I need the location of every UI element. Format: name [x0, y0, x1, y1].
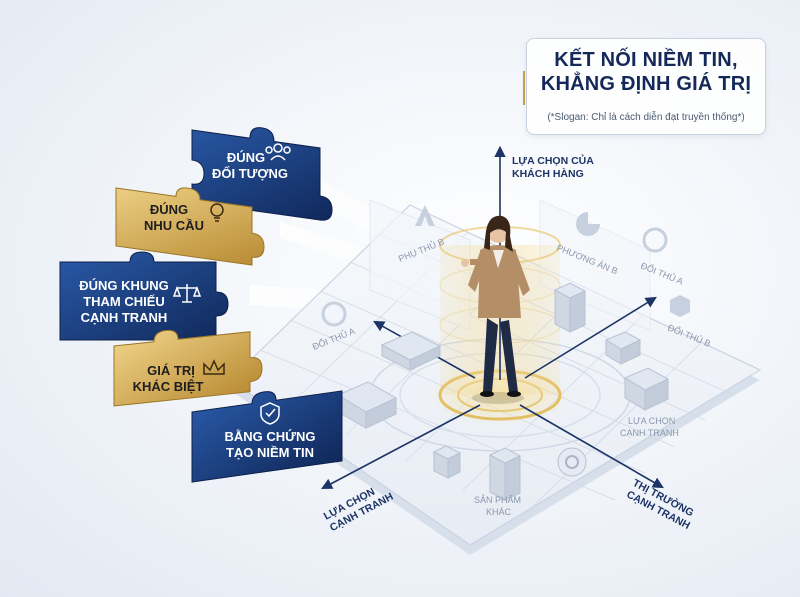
platform-objects — [336, 282, 670, 501]
pie-logo-icon — [576, 212, 600, 236]
swirl-logo-icon — [642, 227, 668, 253]
piece2-line1: ĐÚNG — [150, 202, 188, 217]
logo-a-icon — [415, 205, 435, 226]
piece4-line2: KHÁC BIỆT — [133, 379, 204, 394]
title-line-2: KHẲNG ĐỊNH GIÁ TRỊ — [540, 73, 752, 95]
piece3-line2: THAM CHIẾU — [83, 294, 165, 309]
scales-icon — [172, 284, 202, 303]
shield-check-icon — [260, 402, 280, 425]
puzzle-pieces — [59, 127, 343, 483]
puzzle-icons — [172, 143, 291, 425]
axis-left — [321, 404, 481, 490]
puzzle-piece-bang-chung — [191, 390, 343, 483]
piece1-line1: ĐÚNG — [227, 150, 265, 165]
label-san-pham-khac-2: KHÁC — [486, 507, 512, 517]
puzzle-piece-gia-tri — [113, 329, 263, 407]
crown-icon — [203, 359, 225, 375]
piece3-line3: CẠNH TRANH — [81, 310, 168, 325]
piece1-line2: ĐỐI TƯỢNG — [212, 166, 288, 181]
axis-up-label-2: KHÁCH HÀNG — [512, 167, 584, 180]
label-lua-chon-canh-tranh-2: CẠNH TRANH — [620, 428, 679, 438]
wall-logos — [321, 205, 690, 327]
title-accent-bar — [523, 71, 525, 105]
slogan-note: (*Slogan: Chỉ là cách diễn đạt truyền th… — [547, 112, 745, 123]
puzzle-piece-doi-tuong — [191, 127, 333, 221]
lightbulb-icon — [210, 203, 224, 222]
piece2-line2: NHU CẦU — [144, 218, 204, 233]
q-logo-icon — [557, 447, 587, 477]
axis-right — [519, 404, 664, 489]
title-box: KẾT NỐI NIỀM TIN, KHẲNG ĐỊNH GIÁ TRỊ (*S… — [526, 38, 766, 135]
piece5-line1: BẰNG CHỨNG — [225, 429, 316, 444]
businesswoman-figure — [461, 215, 530, 404]
label-lua-chon-canh-tranh-1: LỰA CHỌN — [628, 416, 675, 426]
label-san-pham-khac-1: SẢN PHẨM — [474, 494, 521, 505]
axis-upper-right — [524, 296, 657, 379]
logo-a-left-icon — [321, 301, 347, 327]
hex-logo-icon — [670, 295, 690, 317]
puzzle-piece-nhu-cau — [115, 187, 265, 266]
piece4-line1: GIÁ TRỊ — [147, 363, 195, 378]
title-line-1: KẾT NỐI NIỀM TIN, — [554, 49, 738, 71]
people-icon — [265, 143, 291, 161]
piece3-line1: ĐÚNG KHUNG — [79, 278, 169, 293]
puzzle-piece-khung-tham-chieu — [59, 251, 229, 341]
piece5-line2: TẠO NIỀM TIN — [226, 445, 314, 460]
axis-up-label-1: LỰA CHỌN CỦA — [512, 154, 594, 167]
